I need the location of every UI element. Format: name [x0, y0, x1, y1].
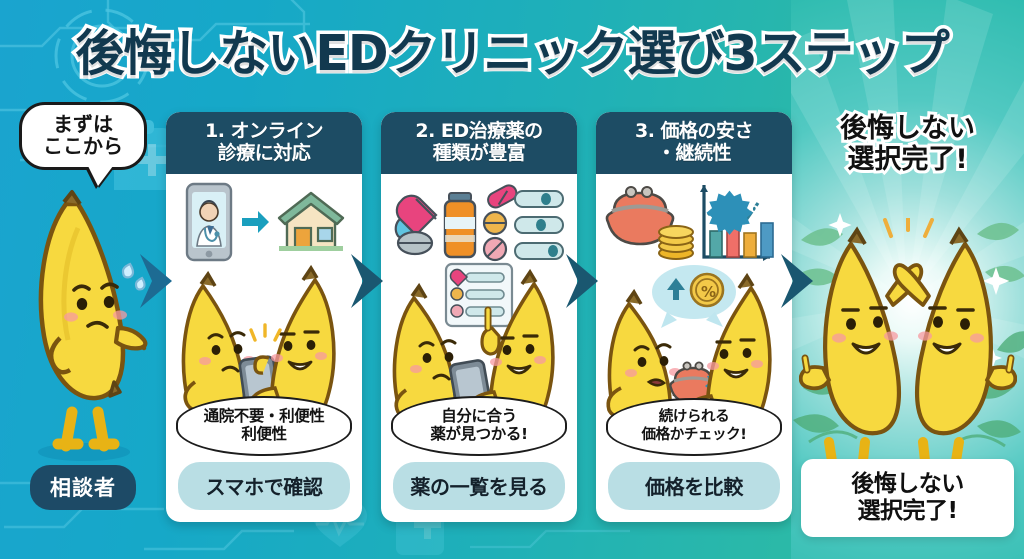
pointing-hand-icon [480, 306, 501, 356]
slider-list-icon [514, 189, 564, 260]
sweat-drop-icon [121, 262, 146, 291]
step-2-heading-line1: 2. ED治療薬の [415, 120, 543, 142]
percent-badge-icon: % [706, 190, 769, 235]
result-caption-line2: 選択完了! [857, 497, 959, 524]
step-3-heading-line1: 3. 価格の安さ [634, 120, 754, 142]
tablet-icon [396, 230, 434, 255]
worried-banana-character [38, 190, 148, 461]
step-3-bubble-line1: 続けられる [658, 409, 730, 426]
tablet-pink-icon [482, 236, 508, 261]
sparkle-icon [249, 323, 282, 342]
step-2-body: 自分に合う 薬が見つかる! 薬の一覧を見る [381, 174, 577, 522]
step-card-1[interactable]: 1. オンライン 診療に対応 [166, 112, 362, 522]
step-card-3[interactable]: 3. 価格の安さ ・継続性 [596, 112, 792, 522]
step-2-header: 2. ED治療薬の 種類が豊富 [381, 112, 577, 174]
step-2-icons [381, 174, 577, 266]
step-1-heading-line1: 1. オンライン [204, 120, 324, 142]
result-title-line2: 選択完了! [844, 141, 970, 178]
up-arrow-icon [667, 277, 685, 300]
price-icons: % [605, 184, 774, 261]
step-3-bubble: 続けられる 価格かチェック! [606, 398, 782, 456]
step-2-bubble: 自分に合う 薬が見つかる! [391, 395, 567, 456]
step-1-body: 通院不要・利便性 利便性 スマホで確認 [166, 174, 362, 522]
step-2-bubble-line1: 自分に合う [441, 406, 517, 425]
tablet-orange-icon [482, 210, 508, 235]
arrow-right-icon [242, 210, 269, 233]
step-3-bubble-line2: 価格かチェック! [641, 426, 747, 443]
step-1-bubble: 通院不要・利便性 利便性 [176, 395, 352, 456]
consultant-speech-line2: ここから [43, 134, 123, 159]
medicine-list-icon [444, 262, 514, 327]
house-icon [277, 191, 345, 251]
result-title: 後悔しない 選択完了! [791, 110, 1024, 178]
wallet-icon [605, 185, 675, 246]
medicine-bottle-icon [443, 191, 477, 259]
step-2-heading-line2: 種類が豊富 [432, 142, 526, 165]
svg-text:%: % [750, 202, 769, 224]
result-title-line1: 後悔しない [837, 110, 978, 147]
step-1-icons [166, 174, 362, 266]
consultant-speech-line1: まずは [53, 112, 113, 136]
step-2-bubble-line2: 薬が見つかる! [430, 425, 528, 444]
step-2-cta-button[interactable]: 薬の一覧を見る [393, 462, 565, 510]
smartphone-doctor-icon [185, 182, 233, 262]
savings-thought-bubble: % [652, 264, 736, 328]
result-caption-line1: 後悔しない [851, 471, 964, 498]
wallet-icon [669, 361, 717, 405]
page-title-text: 後悔しないEDクリニック選び3ステップ [72, 22, 953, 86]
consultant-column: まずは ここから [8, 100, 158, 530]
arrow-connector-1 [351, 254, 383, 308]
step-1-bubble-line2: 利便性 [241, 425, 287, 444]
happy-banana-right [892, 226, 1017, 468]
consultant-speech-bubble: まずは ここから [19, 102, 147, 170]
step-3-body: % [596, 174, 792, 522]
result-caption: 後悔しない 選択完了! [801, 459, 1014, 537]
coin-percent-icon: % [689, 272, 725, 308]
step-3-heading-line2: ・継続性 [656, 142, 732, 165]
step-3-icons: % [596, 174, 792, 266]
medicine-icons [394, 184, 564, 261]
arrow-connector-3 [781, 254, 813, 308]
step-1-header: 1. オンライン 診療に対応 [166, 112, 362, 174]
page-title: 後悔しないEDクリニック選び3ステップ [0, 14, 1024, 86]
svg-text:%: % [701, 283, 716, 301]
step-3-header: 3. 価格の安さ ・継続性 [596, 112, 792, 174]
two-bananas-high-five [798, 218, 1017, 468]
capsule-icon-2 [487, 184, 518, 209]
step-1-cta-button[interactable]: スマホで確認 [178, 462, 350, 510]
step-1-bubble-line1: 通院不要・利便性 [203, 406, 325, 425]
step-3-cta-button[interactable]: 価格を比較 [608, 462, 780, 510]
sparkle-icon [882, 218, 934, 238]
step-card-2[interactable]: 2. ED治療薬の 種類が豊富 [381, 112, 577, 522]
arrow-connector-0 [140, 254, 172, 308]
step-1-heading-line2: 診療に対応 [217, 142, 311, 165]
arrow-connector-2 [566, 254, 598, 308]
consultant-role-badge: 相談者 [30, 465, 136, 510]
coins-icon [658, 224, 694, 260]
